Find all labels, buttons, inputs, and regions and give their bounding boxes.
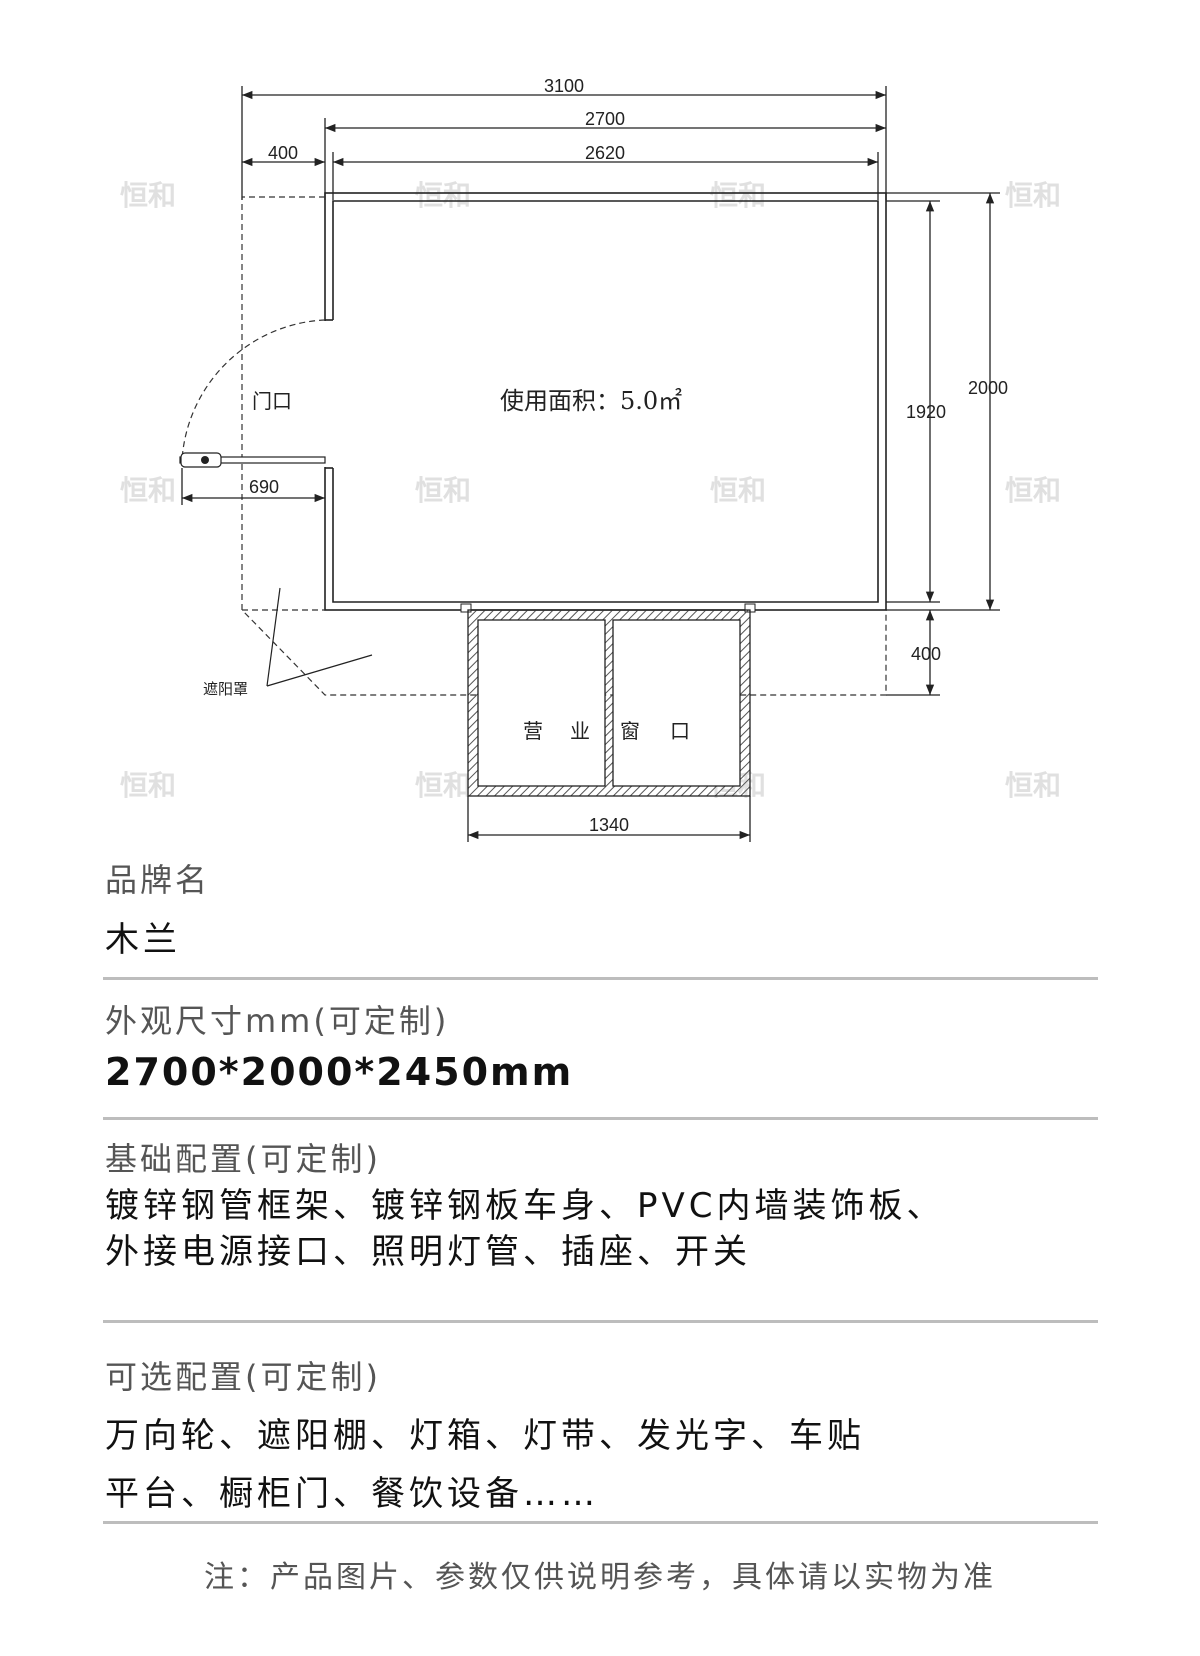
dim-awning-offset: 400 [268,143,298,163]
size-label: 外观尺寸mm(可定制) [105,1002,450,1040]
divider [103,1117,1098,1120]
window-dimension [467,796,751,842]
watermark: 恒和 [120,179,176,212]
watermark: 恒和 [710,179,766,212]
dim-front-awning: 400 [911,644,941,664]
dim-inner-width: 1920 [906,402,946,422]
door-label: 门口 [252,389,292,413]
dim-door-width: 690 [249,477,279,497]
disclaimer-note: 注：产品图片、参数仅供说明参考，具体请以实物为准 [204,1560,996,1595]
watermark: 恒和 [415,769,471,802]
right-dimensions [886,192,1000,696]
usable-area-label: 使用面积：5.0㎡ [500,387,682,415]
watermark: 恒和 [710,474,766,507]
divider [103,1320,1098,1323]
floor-plan-diagram: 恒和 恒和 恒和 恒和 恒和 恒和 恒和 恒和 恒和 恒和 恒和 恒和 3100… [120,76,1061,842]
watermark: 恒和 [415,179,471,212]
sunshade-outline [181,196,887,696]
watermark: 恒和 [1005,474,1061,507]
dim-window-width: 1340 [589,815,629,835]
window-label-char: 营 [523,719,543,743]
watermark: 恒和 [120,474,176,507]
watermark: 恒和 [1005,769,1061,802]
optional-config-line: 平台、橱柜门、餐饮设备…… [105,1474,599,1514]
divider [103,1521,1098,1524]
window-label-char: 窗 [620,719,640,743]
door-leaf [179,452,326,468]
watermark: 恒和 [120,769,176,802]
sunshade-label: 遮阳罩 [203,680,248,698]
basic-config-line: 外接电源接口、照明灯管、插座、开关 [105,1232,751,1272]
optional-config-label: 可选配置(可定制) [105,1358,381,1396]
divider [103,977,1098,980]
window-label-char: 业 [570,719,590,743]
window-label-char: 口 [670,719,690,743]
basic-config-label: 基础配置(可定制) [105,1140,381,1178]
watermark: 恒和 [1005,179,1061,212]
brand-label: 品牌名 [105,861,211,899]
size-value: 2700*2000*2450mm [105,1050,574,1094]
dim-inner-length: 2620 [585,143,625,163]
dim-overall-width: 2000 [968,378,1008,398]
top-dimensions [241,86,887,200]
service-window-box [460,603,756,797]
watermark: 恒和 [415,474,471,507]
dim-body-length: 2700 [585,109,625,129]
optional-config-line: 万向轮、遮阳棚、灯箱、灯带、发光字、车贴 [105,1416,865,1456]
watermark-grid: 恒和 恒和 恒和 恒和 恒和 恒和 恒和 恒和 恒和 恒和 恒和 恒和 [120,179,1061,802]
sunshade-leader [266,587,373,687]
dim-overall-length: 3100 [544,76,584,96]
door-dimension [181,468,325,505]
door-opening [324,321,327,467]
brand-value: 木兰 [105,920,181,960]
basic-config-line: 镀锌钢管框架、镀锌钢板车身、PVC内墙装饰板、 [105,1186,945,1226]
